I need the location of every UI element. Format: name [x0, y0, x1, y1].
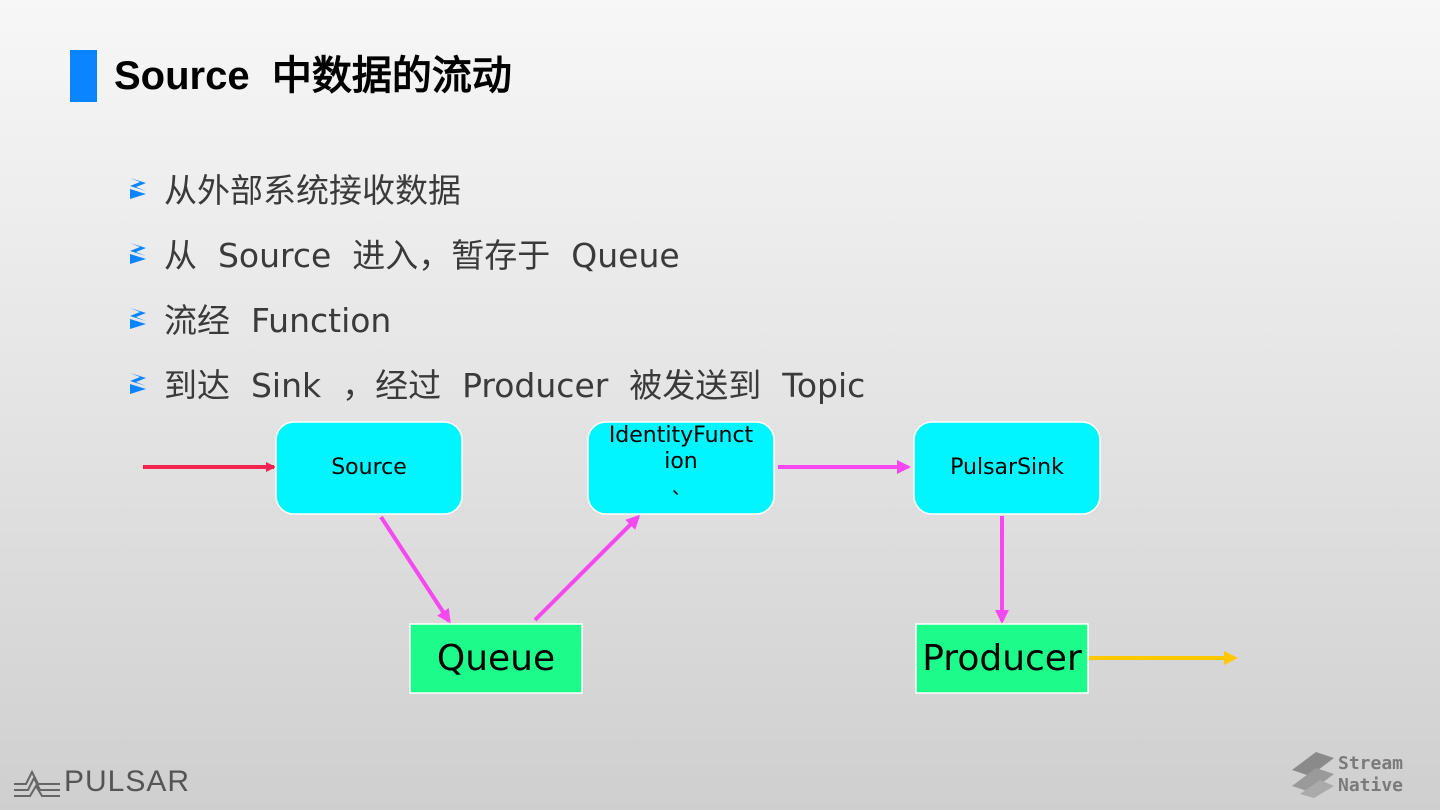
bullet-chevron-icon: [130, 307, 146, 329]
bullet-chevron-icon: [130, 242, 146, 264]
bullet-item: 从 Source 进入，暂存于 Queue: [124, 220, 865, 285]
bullet-item: 从外部系统接收数据: [124, 155, 865, 220]
slide-title: Source 中数据的流动: [114, 54, 512, 98]
source-to-queue-arrow: [379, 515, 451, 624]
identity-function-label-line1: IdentityFunct: [609, 423, 754, 448]
streamnative-logo: Stream Native: [1290, 750, 1403, 800]
bullet-text: 到达 Sink ，经过 Producer 被发送到 Topic: [164, 365, 866, 405]
title-accent-bar: [70, 50, 97, 102]
producer-node-label: Producer: [922, 638, 1082, 679]
bullet-list: 从外部系统接收数据 从 Source 进入，暂存于 Queue 流经 Funct…: [124, 155, 865, 415]
queue-node: Queue: [409, 623, 583, 694]
queue-node-label: Queue: [437, 638, 555, 679]
bullet-chevron-icon: [130, 177, 146, 199]
bullet-text: 从外部系统接收数据: [164, 170, 461, 210]
streamnative-logo-line1: Stream: [1338, 753, 1404, 774]
pulsar-sink-node-label: PulsarSink: [950, 455, 1064, 480]
pulsar-logo-text: PULSAR: [64, 765, 191, 798]
identity-function-label-line3: 、: [672, 478, 690, 499]
bullet-item: 流经 Function: [124, 285, 865, 350]
pulsar-logo: PULSAR: [12, 764, 190, 800]
producer-node: Producer: [915, 623, 1089, 694]
bullet-text: 流经 Function: [164, 300, 392, 340]
source-node: Source: [275, 421, 463, 515]
queue-to-function-arrow: [533, 514, 641, 622]
pulsar-sink-node: PulsarSink: [913, 421, 1101, 515]
bullet-chevron-icon: [130, 372, 146, 394]
identity-function-node: IdentityFunct ion 、: [587, 421, 775, 515]
streamnative-logo-line2: Native: [1338, 775, 1404, 796]
source-node-label: Source: [331, 455, 407, 480]
streamnative-mark-icon: [1292, 752, 1334, 798]
bullet-item: 到达 Sink ，经过 Producer 被发送到 Topic: [124, 350, 865, 415]
pulsar-wave-icon: [14, 769, 60, 797]
bullet-text: 从 Source 进入，暂存于 Queue: [164, 235, 680, 275]
identity-function-label-line2: ion: [664, 449, 698, 474]
